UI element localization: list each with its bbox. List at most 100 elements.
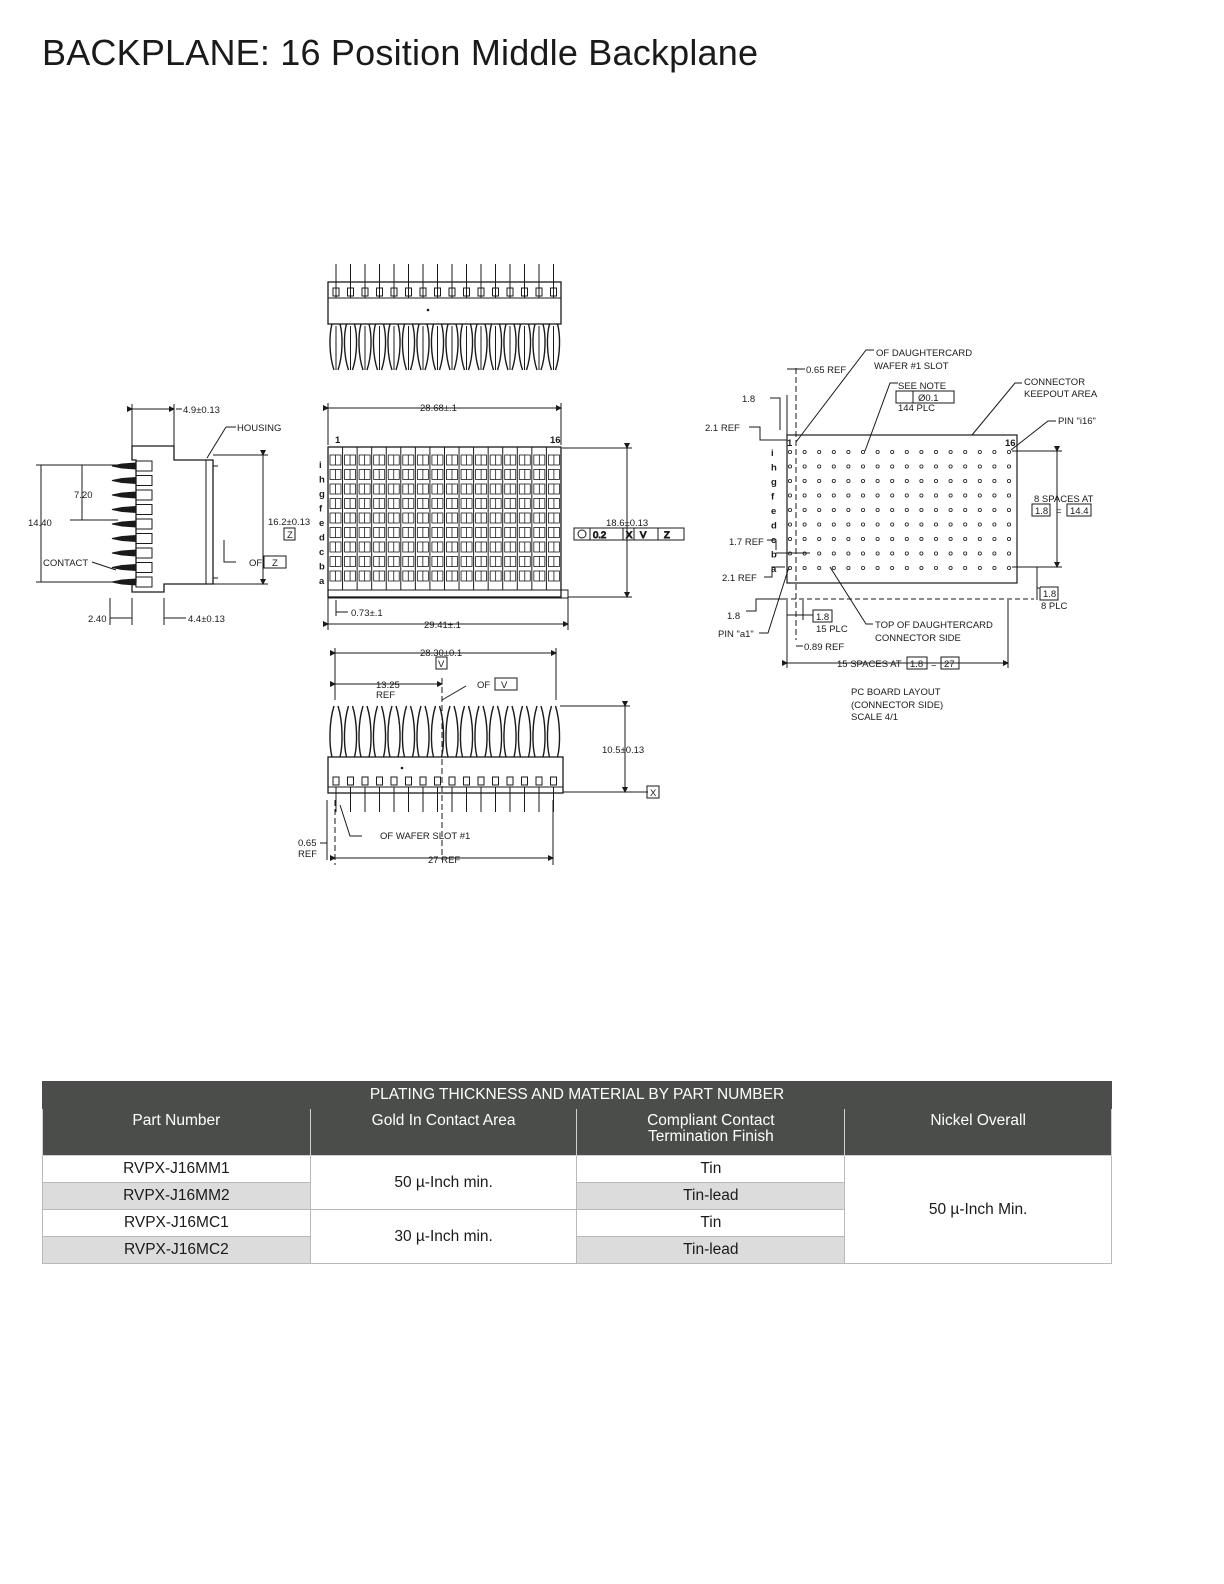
position-label: 1 — [335, 435, 341, 446]
dim-label: 1.7 REF — [729, 537, 764, 548]
datum-label: X — [650, 788, 657, 799]
row-label: h — [771, 463, 777, 474]
row-label: f — [771, 492, 775, 503]
pcb-hole — [875, 537, 880, 542]
pin-shoulder — [535, 287, 543, 297]
pcb-hole — [846, 507, 851, 512]
fcf-frame — [573, 527, 685, 541]
pin-shoulder — [434, 287, 441, 297]
pcb-hole — [919, 537, 924, 542]
pcb-hole — [788, 537, 793, 542]
pcb-hole — [861, 493, 866, 498]
position-label: 1 — [787, 438, 793, 449]
pin-shoulder — [477, 776, 485, 786]
wafer — [430, 323, 445, 371]
wafer — [488, 705, 503, 758]
column-header: Gold In Contact Area — [309, 1108, 578, 1156]
pcb-hole — [788, 464, 793, 469]
top-view — [327, 264, 562, 371]
pcb-hole — [963, 537, 968, 542]
pcb-hole — [904, 507, 909, 512]
pin-shoulder — [506, 287, 514, 297]
position-label: 16 — [550, 435, 561, 446]
header-line: Compliant Contact — [647, 1112, 775, 1129]
pcb-hole — [934, 449, 939, 454]
wafer — [329, 705, 343, 758]
contact-body — [135, 576, 153, 588]
equals-label: = — [931, 659, 937, 670]
pcb-hole — [831, 493, 836, 498]
dim-label: 4.9±0.13 — [183, 405, 220, 416]
pcb-hole — [948, 566, 953, 571]
row-label: e — [771, 506, 776, 517]
dim-label: 2.1 REF — [705, 423, 740, 434]
pcb-hole — [904, 449, 909, 454]
pcb-hole — [963, 493, 968, 498]
position-icon — [577, 529, 587, 539]
pcb-hole — [934, 507, 939, 512]
pcb-hole — [788, 522, 793, 527]
wafer — [503, 705, 517, 758]
bottom-view-labels: 28.30±0.1 V 13.25 REF OF V 10.5±0.13 X 0… — [298, 648, 657, 866]
pcb-hole — [977, 551, 982, 556]
pcb-hole — [977, 507, 982, 512]
finish-cell: Tin-lead — [576, 1236, 846, 1264]
pcb-hole — [846, 449, 851, 454]
datum-label: V — [438, 659, 445, 670]
dim-box: 1.8 — [910, 659, 923, 670]
pcb-hole — [846, 551, 851, 556]
pcb-hole — [890, 507, 895, 512]
gold-cell: 30 µ-Inch min. — [309, 1209, 578, 1264]
pin-shoulder — [448, 776, 456, 786]
dim-label: 0.89 REF — [804, 642, 844, 653]
pcb-hole — [861, 478, 866, 483]
pcb-hole — [977, 522, 982, 527]
pcb-hole — [788, 449, 793, 454]
wafer — [343, 323, 358, 371]
wafer — [517, 705, 532, 758]
pcb-hole — [890, 464, 895, 469]
pcb-hole — [963, 507, 968, 512]
pin-label: PIN "i16" — [1058, 416, 1096, 427]
wafer — [459, 705, 474, 758]
tolerance-label: Ø0.1 — [918, 393, 939, 404]
wafer — [445, 323, 459, 371]
wafer — [532, 705, 546, 758]
part-number-cell: RVPX-J16MM2 — [42, 1182, 311, 1210]
spaces-label: 8 SPACES AT — [1034, 494, 1094, 505]
pcb-hole — [992, 566, 997, 571]
part-number-cell: RVPX-J16MC2 — [42, 1236, 311, 1264]
pcb-hole — [977, 493, 982, 498]
pcb-hole — [963, 449, 968, 454]
page-title: BACKPLANE: 16 Position Middle Backplane — [42, 32, 759, 73]
pcb-hole — [992, 551, 997, 556]
pin-shoulder — [477, 287, 485, 297]
pcb-hole — [934, 478, 939, 483]
pcb-hole — [963, 566, 968, 571]
pcb-hole — [802, 507, 807, 512]
pcb-hole — [788, 507, 793, 512]
ref-label: REF — [376, 690, 395, 701]
pcb-hole — [875, 551, 880, 556]
pcb-hole — [802, 566, 807, 571]
contact-tip — [111, 462, 137, 470]
fcf-datum: Z — [664, 530, 670, 541]
wafer — [445, 705, 459, 758]
contact-tip — [111, 534, 137, 543]
pcb-hole — [1007, 507, 1012, 512]
pcb-hole — [846, 537, 851, 542]
contact-body — [135, 562, 153, 573]
wafer — [358, 705, 372, 758]
pin-shoulder — [347, 776, 354, 786]
dim-label: 27 REF — [428, 855, 460, 866]
pcb-hole — [963, 464, 968, 469]
pcb-hole — [846, 464, 851, 469]
spaces-label: 15 SPACES AT — [837, 659, 902, 670]
finish-cell: Tin — [576, 1155, 846, 1183]
pcb-hole — [817, 449, 822, 454]
pcb-hole — [992, 478, 997, 483]
finish-cell: Tin — [576, 1209, 846, 1237]
dim-box: 14.4 — [1070, 506, 1089, 517]
pcb-hole — [817, 522, 822, 527]
